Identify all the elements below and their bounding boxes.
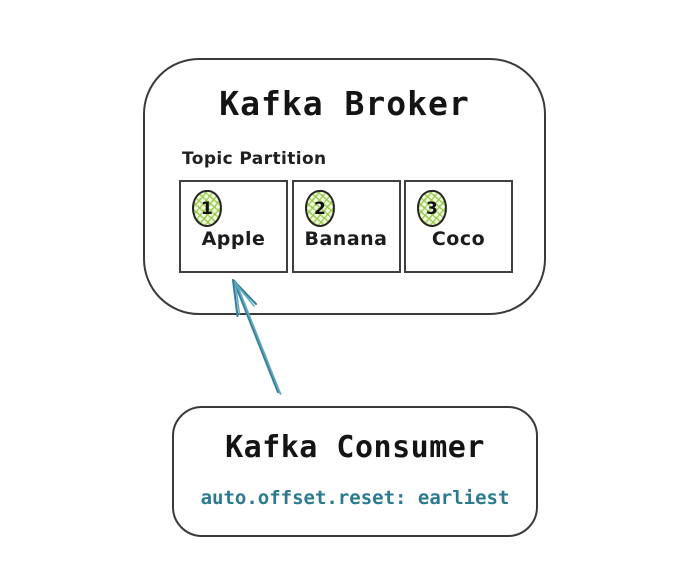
partition-slot-3: 3 Coco bbox=[404, 180, 513, 273]
kafka-consumer-box bbox=[172, 406, 538, 537]
topic-partition-label: Topic Partition bbox=[182, 149, 327, 169]
message-label: Apple bbox=[201, 228, 266, 250]
kafka-consumer-title: Kafka Consumer bbox=[225, 430, 485, 465]
kafka-broker-title: Kafka Broker bbox=[219, 84, 470, 123]
consumer-config-text: auto.offset.reset: earliest bbox=[200, 487, 510, 509]
offset-badge-icon: 2 bbox=[303, 188, 336, 229]
topic-partition-slots: 1 Apple 2 Banana 3 Coco bbox=[179, 180, 513, 273]
message-label: Coco bbox=[431, 228, 486, 250]
offset-number: 2 bbox=[313, 198, 326, 219]
offset-badge-icon: 3 bbox=[415, 188, 449, 229]
partition-slot-1: 1 Apple bbox=[179, 180, 288, 273]
message-label: Banana bbox=[304, 228, 388, 250]
offset-number: 3 bbox=[426, 198, 438, 219]
partition-slot-2: 2 Banana bbox=[291, 180, 401, 273]
offset-number: 1 bbox=[201, 198, 213, 219]
offset-badge-icon: 1 bbox=[190, 188, 224, 229]
consumer-to-first-offset-arrow-icon bbox=[231, 278, 282, 395]
